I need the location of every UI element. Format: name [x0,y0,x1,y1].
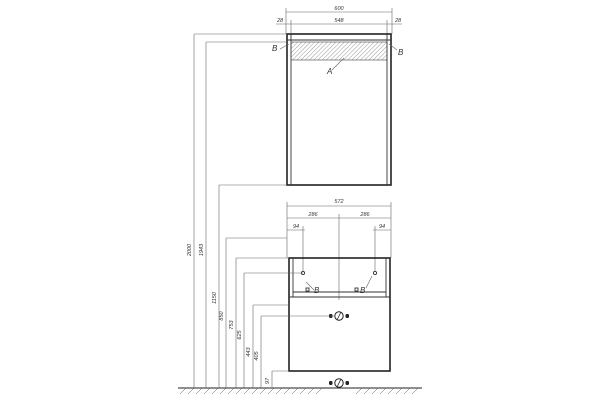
cabinet-width-label: 572 [334,199,343,205]
height-1150-label: 1150 [212,291,218,304]
mirror-right-edge-label: 28 [394,18,402,24]
mirror-label-b-left: B [272,44,278,53]
mirror-label-a: A [326,67,332,76]
height-850-label: 850 [219,310,225,320]
height-753-label: 753 [229,319,235,329]
cabinet-label-b-left: B [314,286,320,295]
mirror-width-label: 600 [334,6,344,12]
mirror-light-panel [290,41,388,61]
mount-point-right [372,270,378,276]
cabinet-assembly: 572 286 286 94 94 B B [286,199,392,388]
mirror-left-edge-label: 28 [276,18,284,24]
cabinet-offset-left-label: 94 [293,224,299,230]
height-443-label: 443 [246,346,252,356]
mirror-body [286,33,392,186]
drain-outlet-icon [329,378,349,388]
floor-line [178,387,422,395]
cabinet-body [288,257,391,372]
water-outlet-icon [329,311,349,321]
cabinet-half-left-label: 286 [307,212,318,218]
cabinet-half-right-label: 286 [359,212,370,218]
height-405-label: 405 [254,350,260,360]
mirror-inner-width-label: 548 [334,18,344,24]
height-dimensions: 2000 1943 1150 850 753 625 443 405 97 [187,33,334,388]
cabinet-label-b-right: B [360,286,366,295]
mirror-label-b-right: B [398,48,404,57]
mirror-assembly: 600 28 548 28 A B B [272,6,404,186]
height-625-label: 625 [237,329,243,339]
height-97-label: 97 [265,377,271,384]
cabinet-offset-right-label: 94 [379,224,385,230]
height-1943-label: 1943 [199,243,205,256]
height-2000-label: 2000 [187,243,193,257]
